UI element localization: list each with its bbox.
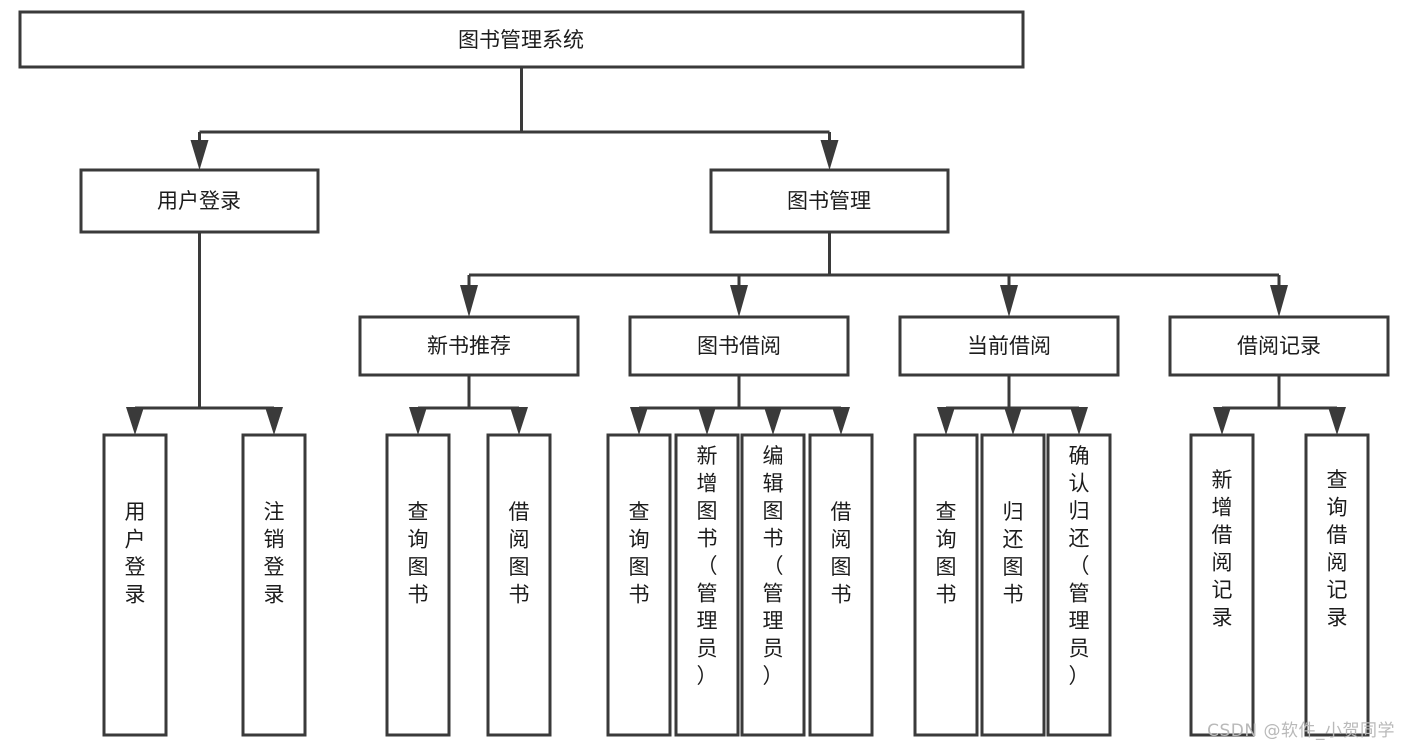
connector-new-book-recommend-to-leaves — [409, 375, 528, 435]
leaf-node-add-book[interactable]: 新增图书（管理员） — [674, 433, 740, 737]
node-root-system[interactable]: 图书管理系统 — [18, 10, 1025, 69]
leaf-node-query-book-3-label: 查询图书 — [936, 500, 957, 607]
leaf-node-edit-book[interactable]: 编辑图书（管理员） — [740, 433, 806, 737]
leaf-node-query-book-3[interactable]: 查询图书 — [913, 433, 979, 737]
node-root-system-label: 图书管理系统 — [458, 28, 584, 52]
node-book-management[interactable]: 图书管理 — [709, 168, 950, 234]
node-borrow-record[interactable]: 借阅记录 — [1168, 315, 1390, 377]
leaf-node-query-book-1[interactable]: 查询图书 — [385, 433, 451, 737]
leaf-node-logout-login[interactable]: 注销登录 — [241, 433, 307, 737]
node-book-borrow-label: 图书借阅 — [697, 334, 781, 358]
connector-user-login-to-leaves — [126, 232, 283, 435]
leaf-node-query-book-2-label: 查询图书 — [629, 500, 650, 607]
leaf-node-query-record[interactable]: 查询借阅记录 — [1304, 433, 1370, 737]
leaf-node-confirm-return[interactable]: 确认归还（管理员） — [1046, 433, 1112, 737]
leaf-node-borrow-book-1-label: 借阅图书 — [509, 500, 530, 607]
node-current-borrow-label: 当前借阅 — [967, 334, 1051, 358]
connector-borrow-record-to-leaves — [1213, 375, 1346, 435]
node-current-borrow[interactable]: 当前借阅 — [898, 315, 1120, 377]
leaf-node-query-book-1-label: 查询图书 — [408, 500, 429, 607]
leaf-node-logout-login-label: 注销登录 — [264, 500, 285, 607]
node-borrow-record-label: 借阅记录 — [1237, 334, 1321, 358]
connector-current-borrow-to-leaves — [937, 375, 1088, 435]
leaf-node-query-record-label: 查询借阅记录 — [1327, 468, 1348, 630]
leaf-node-borrow-book-2[interactable]: 借阅图书 — [808, 433, 874, 737]
node-user-login-label: 用户登录 — [157, 189, 241, 213]
leaf-node-user-login-label: 用户登录 — [125, 500, 146, 607]
leaf-node-add-book-label: 新增图书（管理员） — [697, 444, 718, 688]
leaf-node-edit-book-label: 编辑图书（管理员） — [763, 444, 784, 688]
leaf-node-user-login[interactable]: 用户登录 — [102, 433, 168, 737]
node-new-book-recommend-label: 新书推荐 — [427, 334, 511, 358]
connector-root-to-level2 — [190, 67, 839, 170]
leaf-node-borrow-book-1[interactable]: 借阅图书 — [486, 433, 552, 737]
leaf-node-add-record-label: 新增借阅记录 — [1212, 468, 1233, 630]
connector-book-management-to-level3 — [460, 232, 1288, 317]
leaf-node-return-book[interactable]: 归还图书 — [980, 433, 1046, 737]
node-book-management-label: 图书管理 — [787, 189, 871, 213]
leaf-node-add-record[interactable]: 新增借阅记录 — [1189, 433, 1255, 737]
leaf-node-confirm-return-label: 确认归还（管理员） — [1069, 444, 1090, 688]
connector-book-borrow-to-leaves — [630, 375, 850, 435]
node-book-borrow[interactable]: 图书借阅 — [628, 315, 850, 377]
leaf-node-return-book-label: 归还图书 — [1003, 500, 1024, 607]
node-user-login[interactable]: 用户登录 — [79, 168, 320, 234]
leaf-node-query-book-2[interactable]: 查询图书 — [606, 433, 672, 737]
node-new-book-recommend[interactable]: 新书推荐 — [358, 315, 580, 377]
leaf-node-borrow-book-2-label: 借阅图书 — [831, 500, 852, 607]
